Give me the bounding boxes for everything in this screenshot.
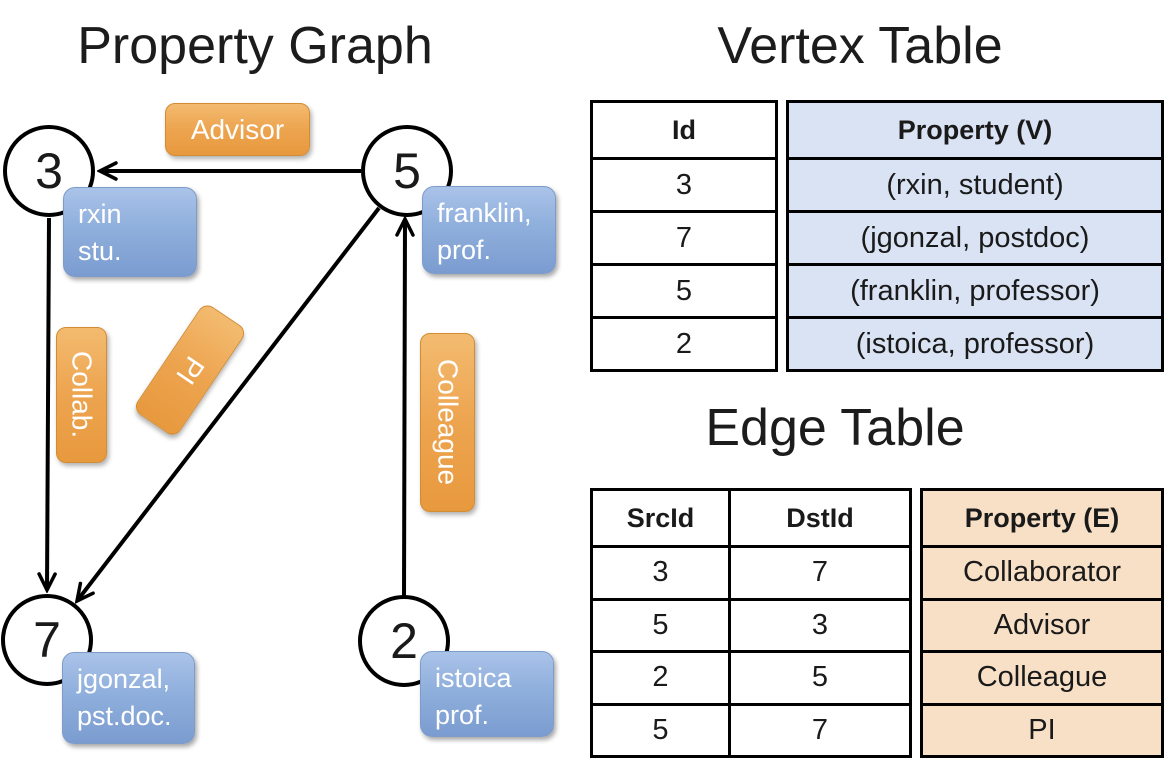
edge-table-title: Edge Table [705,399,965,457]
edge-table-src-header: SrcId [626,502,695,533]
vertex-table-title: Vertex Table [717,17,1003,75]
node-id-label: 7 [33,612,61,668]
vertex-property-line: franklin, [437,198,532,228]
vertex-table-id-header: Id [672,114,696,145]
vertex-property-line: prof. [437,235,492,265]
vertex-property-line: istoica [435,663,512,693]
vertex-property-line: pst.doc. [77,701,172,731]
node-id-label: 3 [35,143,63,199]
vertex-property-box-franklin: franklin, prof. [422,186,556,274]
graph-node-5: 5 [361,125,453,217]
edge-table-src-cell: 5 [593,702,728,756]
vertex-table-id-cell: 7 [593,210,775,263]
vertex-property-line: rxin [78,199,122,229]
edge-table-src-cell: 3 [593,545,728,598]
graph-node-3: 3 [3,125,95,217]
edge-label-collab: Collab. [56,327,107,463]
edge-table-src-cell: 2 [593,650,728,703]
vertex-property-line: prof. [435,700,490,730]
vertex-table-id-cell: 2 [593,316,775,369]
vertex-table-property-header: Property (V) [897,114,1053,145]
vertex-table-property-cell: (franklin, professor) [789,263,1161,316]
vertex-table-id-column: Id 3 7 5 2 [590,100,778,372]
vertex-table-property-cell: (jgonzal, postdoc) [789,210,1161,263]
edge-3-to-7 [47,217,49,590]
vertex-table-property-cell: (istoica, professor) [789,316,1161,369]
edge-table-dst-cell: 3 [728,597,909,650]
edge-2-to-5 [404,219,405,598]
vertex-property-box-jgonzal: jgonzal, pst.doc. [62,652,195,744]
node-id-label: 5 [393,143,421,199]
property-graph-title: Property Graph [77,17,433,75]
node-id-label: 2 [390,613,418,669]
vertex-property-line: jgonzal, [77,664,171,694]
edge-table-srcdst-columns: SrcId DstId 3 7 5 3 2 5 5 7 [590,488,912,758]
edge-table-property-cell: PI [923,702,1161,756]
vertex-table-property-column: Property (V) (rxin, student) (jgonzal, p… [786,100,1164,372]
edge-table-dst-cell: 7 [728,702,909,755]
edge-table-property-cell: Advisor [923,597,1161,651]
vertex-property-box-istoica: istoica prof. [420,651,554,737]
vertex-table-property-cell: (rxin, student) [789,157,1161,210]
edge-table-property-cell: Collaborator [923,545,1161,598]
vertex-table-id-cell: 3 [593,157,775,210]
edge-table-property-cell: Colleague [923,650,1161,703]
edge-table-dst-cell: 5 [728,650,909,703]
edge-label-colleague: Colleague [420,333,475,512]
edge-table-property-column: Property (E) Collaborator Advisor Collea… [920,488,1164,758]
vertex-property-box-rxin: rxin stu. [63,187,197,277]
edge-table-dst-header: DstId [728,491,909,545]
edge-table-property-header: Property (E) [964,502,1120,533]
edge-label-advisor: Advisor [165,103,310,156]
vertex-table-id-cell: 5 [593,263,775,316]
edge-label-pi: PI [132,301,248,439]
edge-table-dst-cell: 7 [728,545,909,598]
vertex-property-line: stu. [78,236,122,266]
edge-table-src-cell: 5 [593,597,728,651]
